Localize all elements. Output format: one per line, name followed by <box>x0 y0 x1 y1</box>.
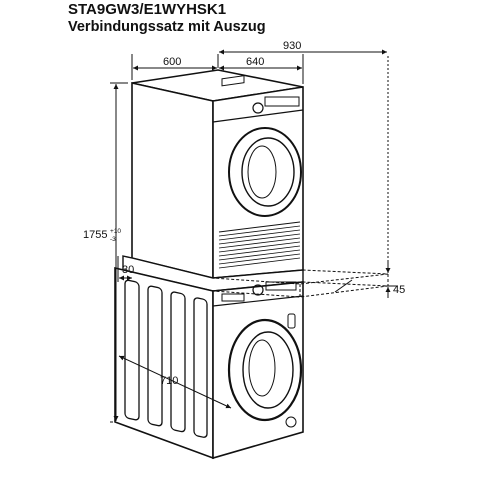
dim-height-tol-plus: +10 <box>110 228 121 235</box>
dim-width-label: 600 <box>163 56 181 68</box>
dim-depth-drawer-label: 930 <box>283 40 301 52</box>
dim-drawer-height-label: 45 <box>393 284 405 296</box>
dim-height-label: 1755 <box>83 229 107 241</box>
washer-unit <box>114 266 304 460</box>
dim-depth-label: 640 <box>246 56 264 68</box>
dim-inner-width-label: 710 <box>160 375 178 387</box>
dimension-lines <box>110 49 398 423</box>
dryer-unit <box>131 69 304 280</box>
model-title: STA9GW3/E1WYHSK1 <box>68 1 227 18</box>
kit-subtitle: Verbindungssatz mit Auszug <box>68 19 266 35</box>
dim-height-tol-minus: -3 <box>110 236 116 243</box>
dim-offset-label: 30 <box>122 264 134 276</box>
